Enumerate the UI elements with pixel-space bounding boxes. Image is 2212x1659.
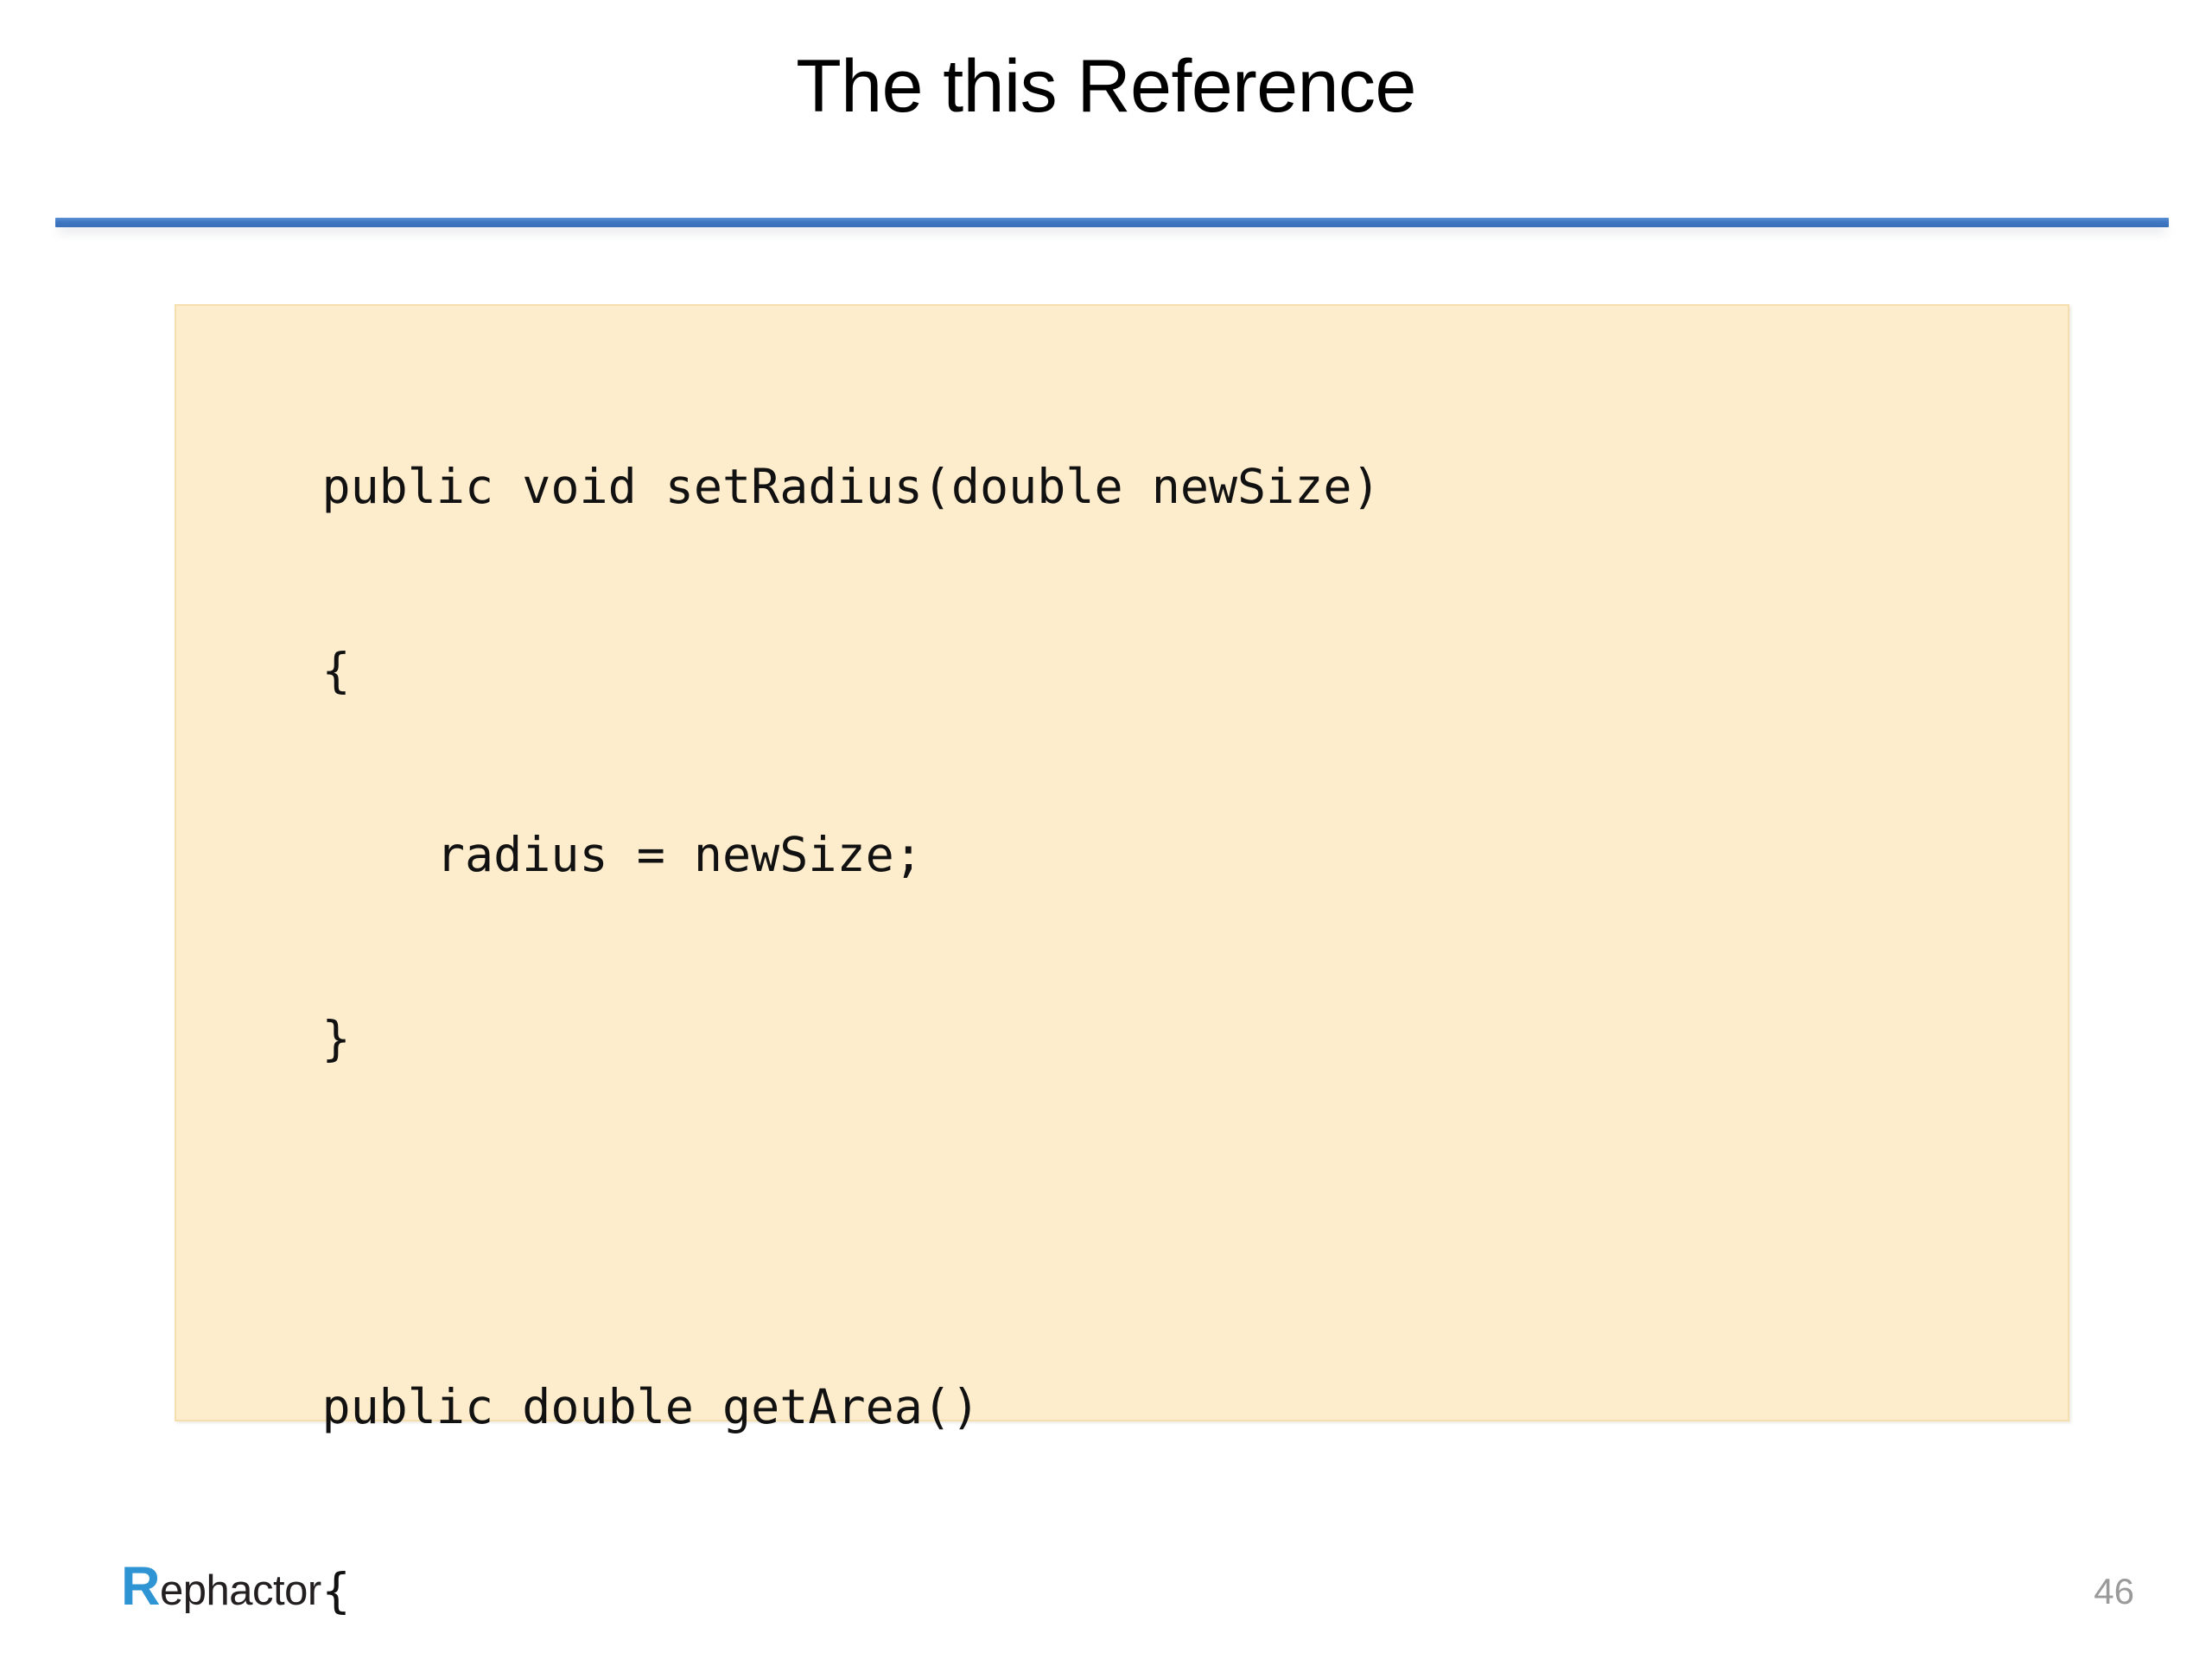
code-block: public void setRadius(double newSize) { … bbox=[175, 304, 2069, 1618]
page-number: 46 bbox=[2094, 1571, 2134, 1611]
brand-logo: Rephactor bbox=[121, 1560, 321, 1614]
code-line: radius = newSize; bbox=[207, 827, 923, 882]
title-divider bbox=[55, 218, 2169, 227]
code-body: public void setRadius(double newSize) { … bbox=[207, 334, 2050, 1659]
code-line: { bbox=[207, 1563, 351, 1618]
page-title: The this Reference bbox=[796, 45, 1416, 128]
code-line bbox=[207, 1192, 2050, 1254]
code-line: { bbox=[207, 643, 351, 698]
code-line: } bbox=[207, 1011, 351, 1066]
code-line: public double getArea() bbox=[207, 1379, 981, 1434]
logo-wordmark: ephactor bbox=[160, 1567, 321, 1614]
logo-initial: R bbox=[121, 1556, 161, 1617]
code-line: public void setRadius(double newSize) bbox=[207, 459, 1381, 514]
